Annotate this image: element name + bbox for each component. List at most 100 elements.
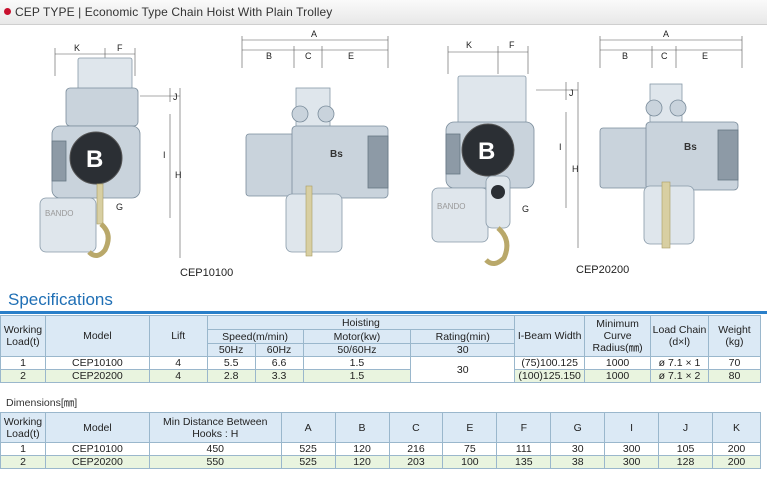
dim-cell-j: 128 <box>658 455 714 469</box>
dim-header-a: A <box>280 412 336 443</box>
dim-cell-e: 75 <box>442 442 498 456</box>
dim-cell-c: 203 <box>388 455 444 469</box>
spec-cell-curve: 1000 <box>584 369 652 383</box>
dim-cell-i: 300 <box>604 455 660 469</box>
spec-header-5060hz: 50/60Hz <box>302 343 412 357</box>
dim-letter-g1: G <box>116 202 123 212</box>
dim-letter-k1: K <box>74 43 80 53</box>
spec-cell-weight: 70 <box>707 356 762 370</box>
dim-cell-e: 100 <box>442 455 498 469</box>
spec-header-hoisting: Hoisting <box>206 315 516 330</box>
dim-cell-h: 450 <box>148 442 282 456</box>
dim-cell-load: 1 <box>0 442 46 456</box>
dim-letter-h1: H <box>175 170 182 180</box>
spec-header-60hz: 60Hz <box>254 343 304 357</box>
badge-text-2: Bs <box>684 142 697 153</box>
spec-header-lift: Lift <box>148 315 208 357</box>
dim-header-b: B <box>334 412 390 443</box>
bullet-icon <box>4 8 11 15</box>
spec-cell-speed-60hz: 3.3 <box>254 369 304 383</box>
spec-header-load-chain: Load Chain (d×l) <box>650 315 709 357</box>
spec-header-weight: Weight (kg) <box>707 315 762 357</box>
dim-cell-b: 120 <box>334 442 390 456</box>
dim-header-k: K <box>712 412 761 443</box>
dim-letter-e2: E <box>702 51 708 61</box>
spec-cell-lift: 4 <box>148 369 208 383</box>
spec-cell-speed-50hz: 2.8 <box>206 369 256 383</box>
hoist-drawings-svg: K F B BANDO J I H G <box>39 29 743 279</box>
spec-header-ibeam: I-Beam Width <box>514 315 586 357</box>
dim-letter-i2: I <box>559 142 562 152</box>
specifications-table: Working Load(t) Model Lift Hoisting I-Be… <box>0 315 762 383</box>
spec-header-rating-value: 30 <box>410 343 516 357</box>
dim-cell-b: 120 <box>334 455 390 469</box>
dim-letter-a1: A <box>311 29 317 39</box>
dim-letter-j2: J <box>569 88 574 98</box>
dim-cell-k: 200 <box>712 442 761 456</box>
dim-header-min-distance: Min Distance Between Hooks : H <box>148 412 282 443</box>
table-row: 1 CEP10100 4 5.5 6.6 1.5 30 (75)100.125 … <box>0 356 762 383</box>
dim-letter-b2: B <box>622 51 628 61</box>
drawing-cep10100-side: A B C E Bs <box>241 29 389 257</box>
dim-letter-j1: J <box>173 92 178 102</box>
badge-text-1: Bs <box>330 149 343 160</box>
drawing-cep20200-front: K F B BANDO J I H G <box>431 40 579 266</box>
dim-letter-c2: C <box>661 51 668 61</box>
dim-letter-b1: B <box>266 51 272 61</box>
spec-cell-rating: 30 <box>410 356 516 383</box>
dim-cell-f: 135 <box>496 455 552 469</box>
spec-header-speed: Speed(m/min) <box>206 329 304 344</box>
table-row: 2 CEP20200 550 525 120 203 100 135 38 30… <box>0 455 761 469</box>
spec-cell-motor: 1.5 <box>302 369 412 383</box>
spec-header-working-load: Working Load(t) <box>0 315 46 357</box>
spec-cell-load: 2 <box>0 369 46 383</box>
dim-letter-k2: K <box>466 40 472 50</box>
dim-header-j: J <box>658 412 714 443</box>
dim-letter-i1: I <box>163 150 166 160</box>
dimensions-title: Dimensions[㎜] <box>6 397 78 409</box>
dim-header-f: F <box>496 412 552 443</box>
dim-cell-model: CEP10100 <box>44 442 150 456</box>
dim-letter-c1: C <box>305 51 312 61</box>
caption-cep20200: CEP20200 <box>576 264 629 276</box>
dim-letter-a2: A <box>663 29 669 39</box>
spec-cell-weight: 80 <box>707 369 762 383</box>
drawing-cep10100-front: K F B BANDO J I H G <box>39 43 182 258</box>
spec-cell-speed-60hz: 6.6 <box>254 356 304 370</box>
spec-cell-load: 1 <box>0 356 46 370</box>
dim-cell-a: 525 <box>280 442 336 456</box>
dim-letter-h2: H <box>572 164 579 174</box>
section-divider <box>0 311 767 314</box>
dim-letter-e1: E <box>348 51 354 61</box>
brand-text-1: BANDO <box>45 209 73 218</box>
dim-header-i: I <box>604 412 660 443</box>
dim-header-g: G <box>550 412 606 443</box>
spec-cell-model: CEP20200 <box>44 369 150 383</box>
spec-cell-speed-50hz: 5.5 <box>206 356 256 370</box>
spec-cell-ibeam: (75)100.125 <box>514 356 586 370</box>
caption-cep10100: CEP10100 <box>180 267 233 279</box>
page-title: CEP TYPE | Economic Type Chain Hoist Wit… <box>15 5 333 19</box>
title-bar: CEP TYPE | Economic Type Chain Hoist Wit… <box>0 0 767 25</box>
dim-cell-load: 2 <box>0 455 46 469</box>
spec-cell-curve: 1000 <box>584 356 652 370</box>
spec-cell-ibeam: (100)125.150 <box>514 369 586 383</box>
dim-cell-i: 300 <box>604 442 660 456</box>
table-row: 2 CEP20200 4 2.8 3.3 1.5 (100)125.150 10… <box>0 369 762 383</box>
specifications-title: Specifications <box>8 290 113 309</box>
dim-letter-g2: G <box>522 204 529 214</box>
spec-cell-chain: ø 7.1 × 1 <box>650 356 709 370</box>
hoist-drawings: K F B BANDO J I H G <box>0 26 767 288</box>
spec-header-rating: Rating(min) <box>410 329 516 344</box>
dim-header-working-load: Working Load(t) <box>0 412 46 443</box>
dim-letter-f1: F <box>117 43 123 53</box>
brand-text-2: BANDO <box>437 202 465 211</box>
dim-cell-g: 38 <box>550 455 606 469</box>
dim-header-model: Model <box>44 412 150 443</box>
spec-header-50hz: 50Hz <box>206 343 256 357</box>
spec-cell-motor: 1.5 <box>302 356 412 370</box>
dim-cell-a: 525 <box>280 455 336 469</box>
dim-cell-j: 105 <box>658 442 714 456</box>
svg-text:B: B <box>86 146 103 173</box>
dim-cell-g: 30 <box>550 442 606 456</box>
